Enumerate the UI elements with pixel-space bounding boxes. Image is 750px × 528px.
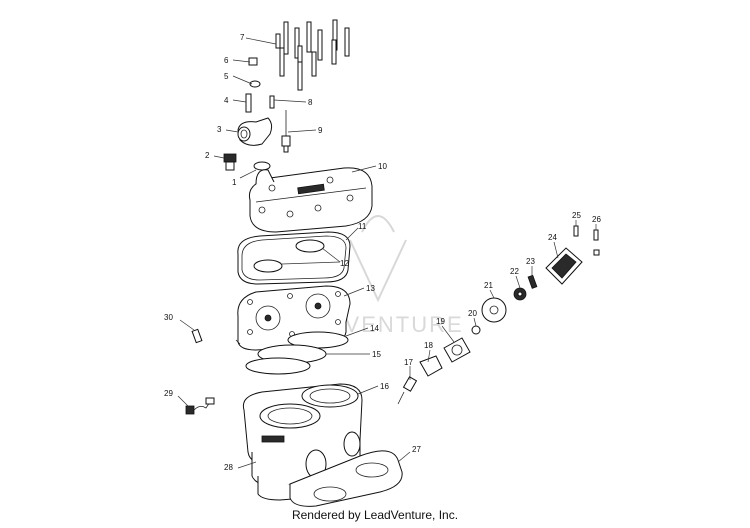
callout-15: 15 (372, 350, 381, 359)
callout-17: 17 (404, 358, 413, 367)
footer-credit: Rendered by LeadVenture, Inc. (291, 508, 459, 522)
callout-2: 2 (205, 151, 210, 160)
callout-7: 7 (240, 33, 245, 42)
washer-20[interactable] (471, 325, 481, 335)
spring[interactable] (527, 274, 538, 289)
callout-25: 25 (572, 211, 581, 220)
callout-21: 21 (484, 281, 493, 290)
nut[interactable] (248, 57, 258, 66)
callout-30: 30 (164, 313, 173, 322)
pump-housing[interactable] (545, 247, 583, 285)
gear[interactable] (513, 287, 527, 301)
callout-20: 20 (468, 309, 477, 318)
callout-12: 12 (340, 259, 349, 268)
callout-3: 3 (217, 125, 222, 134)
sensor-29[interactable] (185, 397, 215, 415)
callout-4: 4 (224, 96, 229, 105)
sensor-17[interactable] (397, 376, 418, 405)
callout-16: 16 (380, 382, 389, 391)
cylinder-block[interactable] (242, 383, 363, 501)
housing-19[interactable] (443, 337, 471, 363)
callout-27: 27 (412, 445, 421, 454)
bolt-set[interactable] (275, 19, 350, 91)
pump-cover[interactable] (481, 297, 507, 323)
stud[interactable] (245, 93, 252, 113)
stud-short[interactable] (269, 95, 275, 109)
screw-25[interactable] (573, 225, 579, 237)
callout-23: 23 (526, 257, 535, 266)
callout-1: 1 (232, 178, 237, 187)
screw-26b[interactable] (593, 249, 600, 256)
callout-24: 24 (548, 233, 557, 242)
callout-10: 10 (378, 162, 387, 171)
o-ring-pair[interactable] (295, 239, 325, 253)
base-gasket[interactable] (289, 450, 403, 507)
callout-5: 5 (224, 72, 229, 81)
callout-29: 29 (164, 389, 173, 398)
o-ring[interactable] (253, 161, 271, 171)
callout-6: 6 (224, 56, 229, 65)
callout-18: 18 (424, 341, 433, 350)
callout-19: 19 (436, 317, 445, 326)
o-ring-pair-2[interactable] (253, 259, 283, 273)
temperature-sensor[interactable] (281, 110, 291, 153)
water-outlet[interactable] (237, 117, 273, 146)
callout-14: 14 (370, 324, 379, 333)
callout-8: 8 (308, 98, 313, 107)
watermark-logo-icon (349, 215, 407, 303)
fitting[interactable] (223, 153, 237, 171)
callout-28: 28 (224, 463, 233, 472)
callout-13: 13 (366, 284, 375, 293)
gasket-15-b[interactable] (245, 357, 311, 375)
callout-22: 22 (510, 267, 519, 276)
gasket-18[interactable] (419, 355, 443, 377)
callouts: 1 2 3 4 5 6 7 8 9 10 11 12 13 14 15 16 1… (164, 33, 601, 472)
head-gasket[interactable] (237, 231, 351, 285)
leader-lines (177, 37, 597, 469)
screw-26[interactable] (593, 229, 599, 241)
sensor-30[interactable] (191, 328, 241, 345)
callout-26: 26 (592, 215, 601, 224)
callout-11: 11 (358, 222, 367, 231)
callout-9: 9 (318, 126, 323, 135)
washer[interactable] (249, 80, 261, 88)
cylinder-head-cover[interactable] (248, 167, 373, 233)
